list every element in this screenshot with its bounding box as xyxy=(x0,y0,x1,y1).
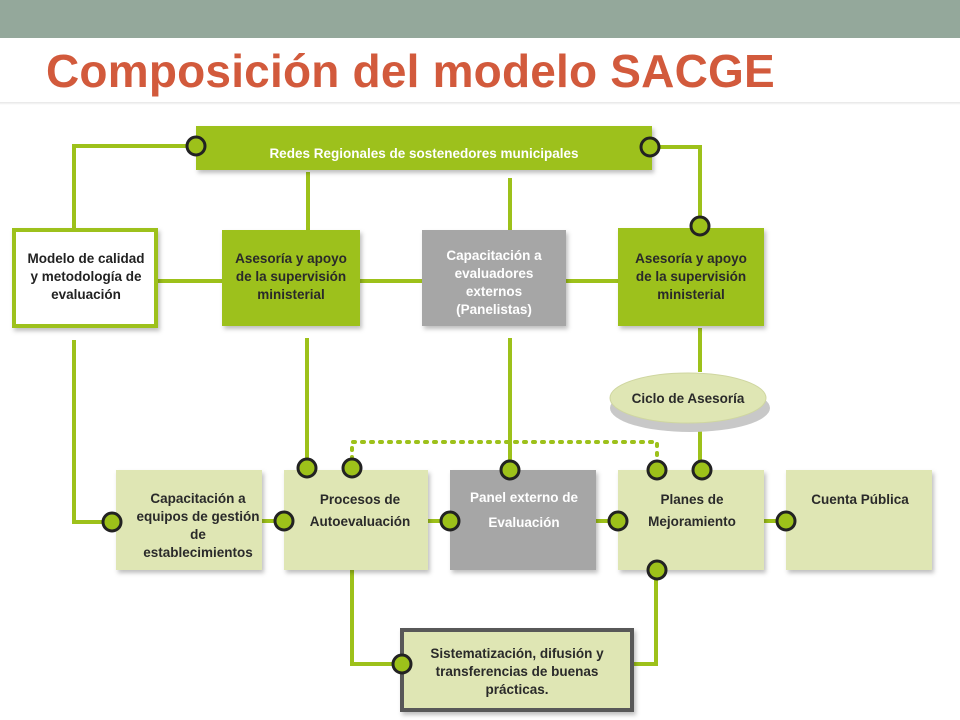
node-asesoria-left: Asesoría y apoyo de la supervisión minis… xyxy=(222,230,360,326)
node-redes-label: Redes Regionales de sostenedores municip… xyxy=(269,146,578,161)
connector-dot-planes-left xyxy=(607,510,629,532)
node-cap-equipos-line-1: Capacitación a xyxy=(150,491,246,506)
node-redes-regionales: Redes Regionales de sostenedores municip… xyxy=(196,126,652,170)
node-cap-equipos-line-4: establecimientos xyxy=(143,545,253,560)
connector-dot-panel-left xyxy=(439,510,461,532)
connector-dot-redes-right xyxy=(639,136,661,158)
page-title: Composición del modelo SACGE xyxy=(46,45,775,97)
connector-dot-redes-left xyxy=(185,135,207,157)
connector-dot-procesos-left xyxy=(273,510,295,532)
connector-dot-procesos-top xyxy=(296,457,318,479)
header-bar xyxy=(0,0,960,38)
connector-lines xyxy=(72,144,786,666)
node-capacitacion-equipos: Capacitación a equipos de gestión de est… xyxy=(116,470,262,570)
node-asesoria-left-line-2: de la supervisión xyxy=(236,269,346,284)
node-ciclo-label: Ciclo de Asesoría xyxy=(632,391,745,406)
connector-redes-right xyxy=(650,145,702,226)
connector-dot-sistematizacion-left xyxy=(391,653,413,675)
node-capacitacion-eval-line-1: Capacitación a xyxy=(446,248,542,263)
connector-dot-cuenta-left xyxy=(775,510,797,532)
node-sistematizacion-line-2: transferencias de buenas xyxy=(436,664,599,679)
connector-dot-procesos-dotted xyxy=(341,457,363,479)
node-procesos-line-2: Autoevaluación xyxy=(310,514,411,529)
connector-planes-sistematizacion xyxy=(632,570,658,666)
node-panel-line-1: Panel externo de xyxy=(470,490,579,505)
node-modelo-line-1: Modelo de calidad xyxy=(27,251,144,266)
node-asesoria-left-line-1: Asesoría y apoyo xyxy=(235,251,347,266)
node-panel-externo: Panel externo de Evaluación xyxy=(450,470,596,570)
node-cap-equipos-line-3: de xyxy=(190,527,206,542)
node-sistematizacion-line-3: prácticas. xyxy=(485,682,548,697)
connector-modelo-down xyxy=(72,340,108,524)
node-capacitacion-eval-line-3: externos xyxy=(466,284,522,299)
node-cap-equipos-line-2: equipos de gestión xyxy=(136,509,259,524)
node-planes-line-1: Planes de xyxy=(660,492,724,507)
node-modelo-calidad: Modelo de calidad y metodología de evalu… xyxy=(12,228,158,328)
connector-procesos-sistematizacion xyxy=(350,570,402,666)
connector-redes-left xyxy=(72,144,196,232)
node-asesoria-right: Asesoría y apoyo de la supervisión minis… xyxy=(618,228,764,326)
node-asesoria-right-line-3: ministerial xyxy=(657,287,725,302)
node-sistematizacion: Sistematización, difusión y transferenci… xyxy=(400,628,634,712)
node-planes-mejoramiento: Planes de Mejoramiento xyxy=(618,470,764,570)
node-modelo-line-3: evaluación xyxy=(51,287,121,302)
node-cuenta-publica: Cuenta Pública xyxy=(786,470,932,570)
dotted-link-procesos-planes xyxy=(350,440,659,470)
node-sistematizacion-line-1: Sistematización, difusión y xyxy=(430,646,604,661)
title-divider xyxy=(0,102,960,105)
node-capacitacion-eval-line-4: (Panelistas) xyxy=(456,302,532,317)
connection-dots xyxy=(101,135,797,675)
node-planes-line-2: Mejoramiento xyxy=(648,514,736,529)
node-panel-line-2: Evaluación xyxy=(488,515,559,530)
connector-dot-panel-top xyxy=(499,459,521,481)
connector-dot-planes-bottom xyxy=(646,559,668,581)
node-asesoria-right-line-2: de la supervisión xyxy=(636,269,746,284)
connector-dot-planes-top xyxy=(691,459,713,481)
node-capacitacion-evaluadores: Capacitación a evaluadores externos (Pan… xyxy=(422,230,566,326)
connector-dot-capacitacion-equipos xyxy=(101,511,123,533)
node-procesos-autoevaluacion: Procesos de Autoevaluación xyxy=(284,470,428,570)
node-modelo-line-2: y metodología de xyxy=(30,269,142,284)
node-asesoria-left-line-3: ministerial xyxy=(257,287,325,302)
node-procesos-line-1: Procesos de xyxy=(320,492,401,507)
connector-dot-planes-dotted xyxy=(646,459,668,481)
node-asesoria-right-line-1: Asesoría y apoyo xyxy=(635,251,747,266)
connector-dot-asesoria-right-top xyxy=(689,215,711,237)
node-ciclo-asesoria: Ciclo de Asesoría xyxy=(609,372,770,432)
node-capacitacion-eval-line-2: evaluadores xyxy=(455,266,534,281)
node-cuenta-label: Cuenta Pública xyxy=(811,492,909,507)
